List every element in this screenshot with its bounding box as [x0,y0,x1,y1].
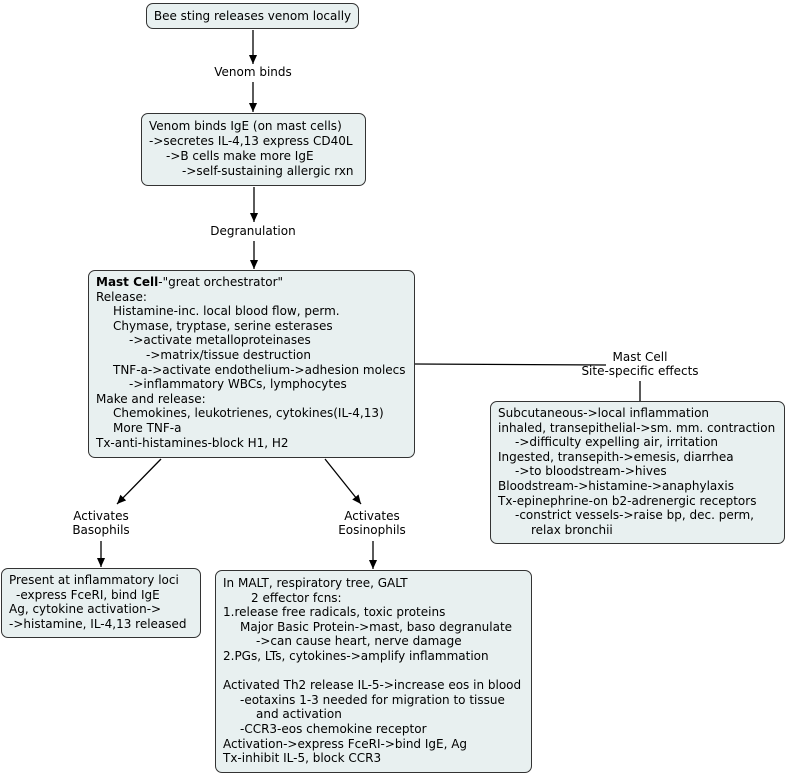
eosinophils-line: -eotaxins 1-3 needed for migration to ti… [240,692,505,707]
eosinophils-line: Tx-inhibit IL-5, block CCR3 [223,751,382,766]
link-label-venom-binds: Venom binds [193,65,313,80]
mast-cell-line: Release: [96,289,147,304]
line-mast-cell-to-site-label [414,363,607,366]
eosinophils-line: 2 effector fcns: [251,590,342,605]
venom-ige-line: ->secretes IL-4,13 express CD40L [149,133,353,148]
venom-ige-line: ->B cells make more IgE [166,148,314,163]
venom-ige-line: Venom binds IgE (on mast cells) [149,118,342,133]
mast-cell-line: ->activate metalloproteinases [129,333,311,348]
site-effects-line: inhaled, transepithelial->sm. mm. contra… [498,420,776,435]
site-effects-line: Bloodstream->histamine->anaphylaxis [498,478,734,493]
eosinophils-line: -CCR3-eos chemokine receptor [240,721,427,736]
arrow-mast-cell-to-basophil-label [116,458,162,505]
mast-cell-line: More TNF-a [113,420,182,435]
eosinophils-line: 2.PGs, LTs, cytokines->amplify inflammat… [223,648,489,663]
link-label-activates-eosinophils-line: Eosinophils [338,523,406,538]
basophils-line: Present at inflammatory loci [9,573,179,587]
basophils-line: Ag, cytokine activation-> [9,602,162,617]
site-effects-line: ->difficulty expelling air, irritation [515,435,719,450]
mast-cell-line: Chemokines, leukotrienes, cytokines(IL-4… [113,406,384,421]
link-label-activates-basophils-line: Activates [73,508,129,523]
basophils-line: ->histamine, IL-4,13 released [9,616,187,631]
link-label-venom-binds-text: Venom binds [214,64,292,79]
basophils-line: -express FceRI, bind IgE [16,587,160,602]
eosinophils-line: Major Basic Protein->mast, baso degranul… [240,619,513,634]
site-effects-line: ->to bloodstream->hives [515,464,667,479]
node-bee-sting: Bee sting releases venom locally [146,3,359,29]
link-label-site-specific: Mast Cell Site-specific effects [570,350,710,379]
site-effects-line: relax bronchii [531,522,613,537]
site-effects-line: Tx-epinephrine-on b2-adrenergic receptor… [498,493,757,508]
venom-ige-line: ->self-sustaining allergic rxn [182,163,354,178]
mast-cell-line: TNF-a->activate endothelium->adhesion mo… [113,362,406,377]
mast-cell-title-bold: Mast Cell [96,275,159,289]
eosinophils-line: Activation->express FceRI->bind IgE, Ag [223,736,468,751]
node-mast-cell: Mast Cell-"great orchestrator" Release: … [88,270,415,458]
mast-cell-title-rest: -"great orchestrator" [158,275,284,289]
link-label-degranulation: Degranulation [193,224,313,239]
node-venom-ige: Venom binds IgE (on mast cells) ->secret… [141,113,366,186]
link-label-activates-basophils-line: Basophils [72,523,130,538]
eosinophils-line: 1.release free radicals, toxic proteins [223,605,446,620]
mast-cell-line: Chymase, tryptase, serine esterases [113,318,333,333]
mast-cell-title: Mast Cell-"great orchestrator" [96,275,408,290]
link-label-site-specific-line: Mast Cell [612,349,668,364]
site-effects-line: Ingested, transepith->emesis, diarrhea [498,449,734,464]
site-effects-line: -constrict vessels->raise bp, dec. perm, [515,508,754,523]
mast-cell-line: Tx-anti-histamines-block H1, H2 [96,435,289,450]
link-label-site-specific-line: Site-specific effects [581,364,699,379]
mast-cell-line: Histamine-inc. local blood flow, perm. [113,304,340,319]
link-label-activates-eosinophils: Activates Eosinophils [322,509,422,538]
node-bee-sting-text: Bee sting releases venom locally [153,9,352,23]
link-label-degranulation-text: Degranulation [210,223,296,238]
mast-cell-line: Make and release: [96,391,206,406]
site-effects-line: Subcutaneous->local inflammation [498,406,710,420]
eosinophils-line: Activated Th2 release IL-5->increase eos… [223,678,522,693]
link-label-activates-eosinophils-line: Activates [344,508,400,523]
eosinophils-line: In MALT, respiratory tree, GALT [223,576,408,590]
mast-cell-line: ->matrix/tissue destruction [146,347,311,362]
node-basophils: Present at inflammatory loci -express Fc… [1,568,201,638]
mast-cell-line: ->inflammatory WBCs, lymphocytes [129,377,347,392]
eosinophils-blank-line [223,664,525,679]
eosinophils-line: and activation [256,707,342,722]
node-eosinophils: In MALT, respiratory tree, GALT 2 effect… [215,570,532,773]
node-site-effects: Subcutaneous->local inflammation inhaled… [490,401,785,544]
link-label-activates-basophils: Activates Basophils [51,509,151,538]
eosinophils-line: ->can cause heart, nerve damage [256,634,462,649]
arrow-mast-cell-to-eosinophil-label [324,458,362,505]
